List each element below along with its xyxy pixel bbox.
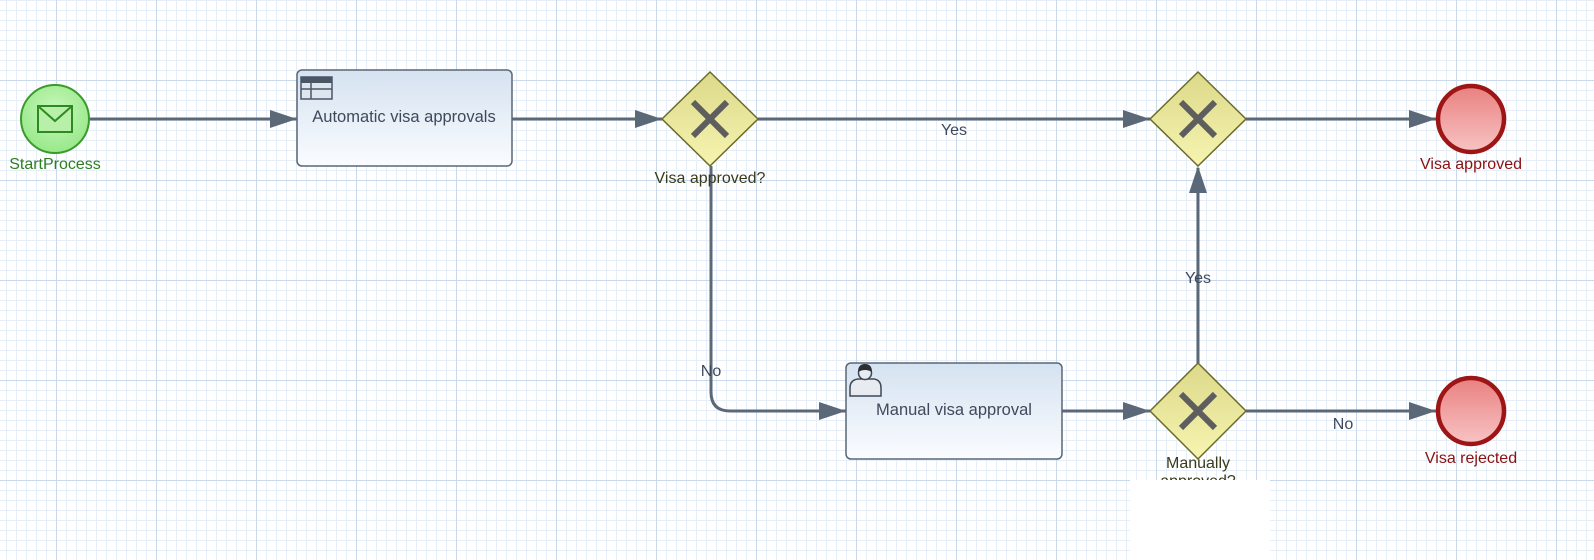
exclusive-x-icon: [1178, 391, 1218, 431]
start-event[interactable]: [20, 84, 90, 154]
sequence-flows: [90, 110, 1436, 420]
arrowhead: [1409, 110, 1436, 128]
gateway-label: Visa approved?: [655, 170, 766, 187]
task-automatic-visa-approvals[interactable]: Automatic visa approvals: [296, 69, 513, 167]
business-rule-icon: [300, 76, 333, 100]
end-event-visa-rejected[interactable]: [1435, 375, 1507, 447]
arrowhead: [1123, 402, 1150, 420]
label-mask: [1130, 480, 1270, 560]
edge-label-yes: Yes: [1185, 270, 1211, 287]
exclusive-x-icon: [690, 99, 730, 139]
flow-no-to-manual[interactable]: [709, 166, 846, 413]
arrowhead: [819, 402, 846, 420]
task-label: Manual visa approval: [876, 401, 1032, 419]
start-event-label: StartProcess: [9, 156, 101, 173]
exclusive-x-icon: [1178, 99, 1218, 139]
end-event-visa-approved[interactable]: [1435, 83, 1507, 155]
edge-label-no: No: [701, 363, 722, 380]
gateway-merge[interactable]: [1148, 70, 1248, 168]
end-event-label: Visa approved: [1420, 156, 1522, 173]
user-icon: [849, 364, 882, 397]
gateway-label-line1: Manually: [1166, 455, 1230, 472]
arrowhead: [635, 110, 662, 128]
envelope-icon: [37, 105, 73, 133]
arrowhead: [270, 110, 297, 128]
edge-label-yes: Yes: [941, 122, 967, 139]
arrowhead: [1123, 110, 1150, 128]
task-label: Automatic visa approvals: [312, 108, 495, 126]
gateway-manually-approved[interactable]: [1148, 361, 1248, 461]
arrowhead: [1409, 402, 1436, 420]
edge-label-no: No: [1333, 416, 1354, 433]
arrowhead: [1189, 166, 1207, 193]
task-manual-visa-approval[interactable]: Manual visa approval: [845, 362, 1063, 460]
end-event-label: Visa rejected: [1425, 450, 1517, 467]
gateway-visa-approved[interactable]: [660, 70, 760, 168]
